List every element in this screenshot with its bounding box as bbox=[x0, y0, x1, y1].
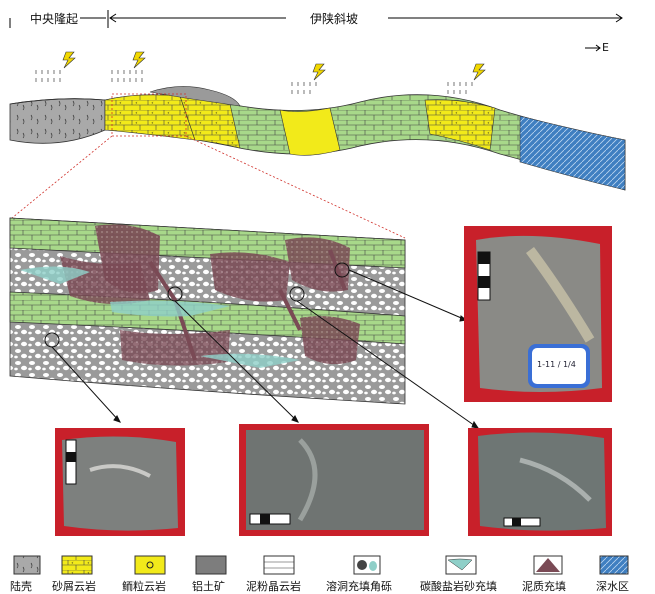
leader-arrows bbox=[51, 269, 480, 429]
zoom-guide-right bbox=[185, 135, 406, 239]
cross-section bbox=[9, 86, 626, 191]
legend-label-sand-dolomite: 砂屑云岩 bbox=[52, 580, 96, 593]
legend-label-bauxite: 铝土矿 bbox=[192, 580, 225, 593]
rain-lightning-icons bbox=[62, 51, 486, 81]
header-scale bbox=[9, 10, 623, 52]
photo-bottom-right bbox=[468, 428, 612, 536]
rain-marks bbox=[35, 70, 473, 94]
central-uplift-label: 中央隆起 bbox=[30, 12, 79, 26]
photo-bottom-middle bbox=[239, 424, 429, 536]
swatch-deep-water bbox=[599, 555, 629, 575]
legend-label-deep-water: 深水区 bbox=[596, 580, 629, 593]
karst-enlarged-section bbox=[9, 217, 406, 405]
swatch-oolite-dolomite bbox=[134, 555, 166, 575]
legend-label-carbonate-sand: 碳酸盐岩砂充填 bbox=[420, 580, 497, 593]
legend-label-breccia: 溶洞充填角砾 bbox=[326, 580, 392, 593]
legend-label-oolite-dolomite: 鲕粒云岩 bbox=[122, 580, 166, 593]
legend-swatches bbox=[13, 555, 629, 575]
legend-label-micritic-dolomite: 泥粉晶云岩 bbox=[246, 580, 301, 593]
swatch-micritic-dolomite bbox=[263, 555, 295, 575]
swatch-sand-dolomite bbox=[61, 555, 93, 575]
photo-top-right bbox=[464, 226, 612, 402]
photo-label-card: 1-11 / 1/4 bbox=[537, 360, 576, 369]
east-marker: E bbox=[602, 41, 609, 54]
legend-label-crust: 陆壳 bbox=[10, 580, 32, 593]
yishan-slope-label: 伊陕斜坡 bbox=[310, 12, 359, 26]
swatch-crust bbox=[13, 555, 41, 575]
zoom-guide-left bbox=[11, 135, 113, 219]
swatch-bauxite bbox=[195, 555, 227, 575]
photo-bottom-left bbox=[55, 428, 185, 536]
legend-label-mud-fill: 泥质充填 bbox=[522, 580, 566, 593]
zoom-box bbox=[111, 93, 187, 137]
